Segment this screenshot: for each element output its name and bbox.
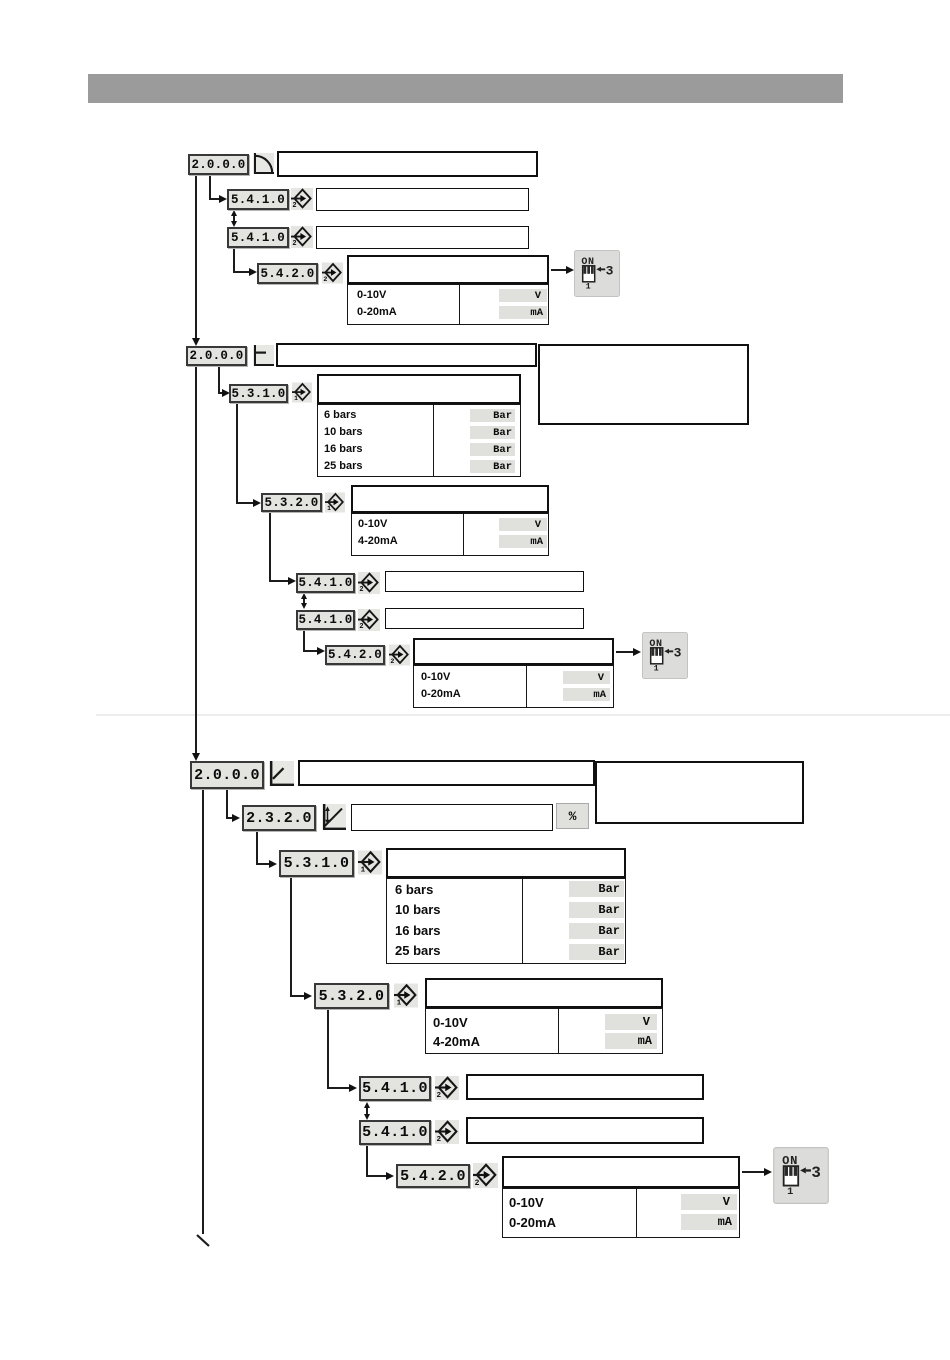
svg-text:2: 2 xyxy=(437,1092,442,1100)
svg-text:1: 1 xyxy=(787,1186,793,1198)
svg-text:1: 1 xyxy=(294,395,298,402)
svg-text:ON: ON xyxy=(581,257,594,268)
svg-text:1: 1 xyxy=(654,664,659,674)
svg-text:ON: ON xyxy=(782,1154,798,1168)
svg-text:1: 1 xyxy=(586,282,591,292)
svg-text:2: 2 xyxy=(359,623,363,631)
svg-text:3: 3 xyxy=(674,646,682,661)
svg-text:2: 2 xyxy=(390,658,394,666)
svg-text:1: 1 xyxy=(327,505,331,512)
svg-text:2: 2 xyxy=(359,586,363,594)
svg-text:3: 3 xyxy=(811,1164,820,1182)
svg-text:2: 2 xyxy=(323,276,327,284)
svg-text:1: 1 xyxy=(397,999,402,1007)
svg-text:2: 2 xyxy=(292,202,296,210)
svg-text:2: 2 xyxy=(437,1136,442,1144)
svg-text:ON: ON xyxy=(649,639,662,650)
svg-text:2: 2 xyxy=(292,240,296,248)
svg-text:2: 2 xyxy=(475,1179,480,1188)
svg-text:1: 1 xyxy=(361,866,366,874)
svg-text:3: 3 xyxy=(606,264,614,279)
